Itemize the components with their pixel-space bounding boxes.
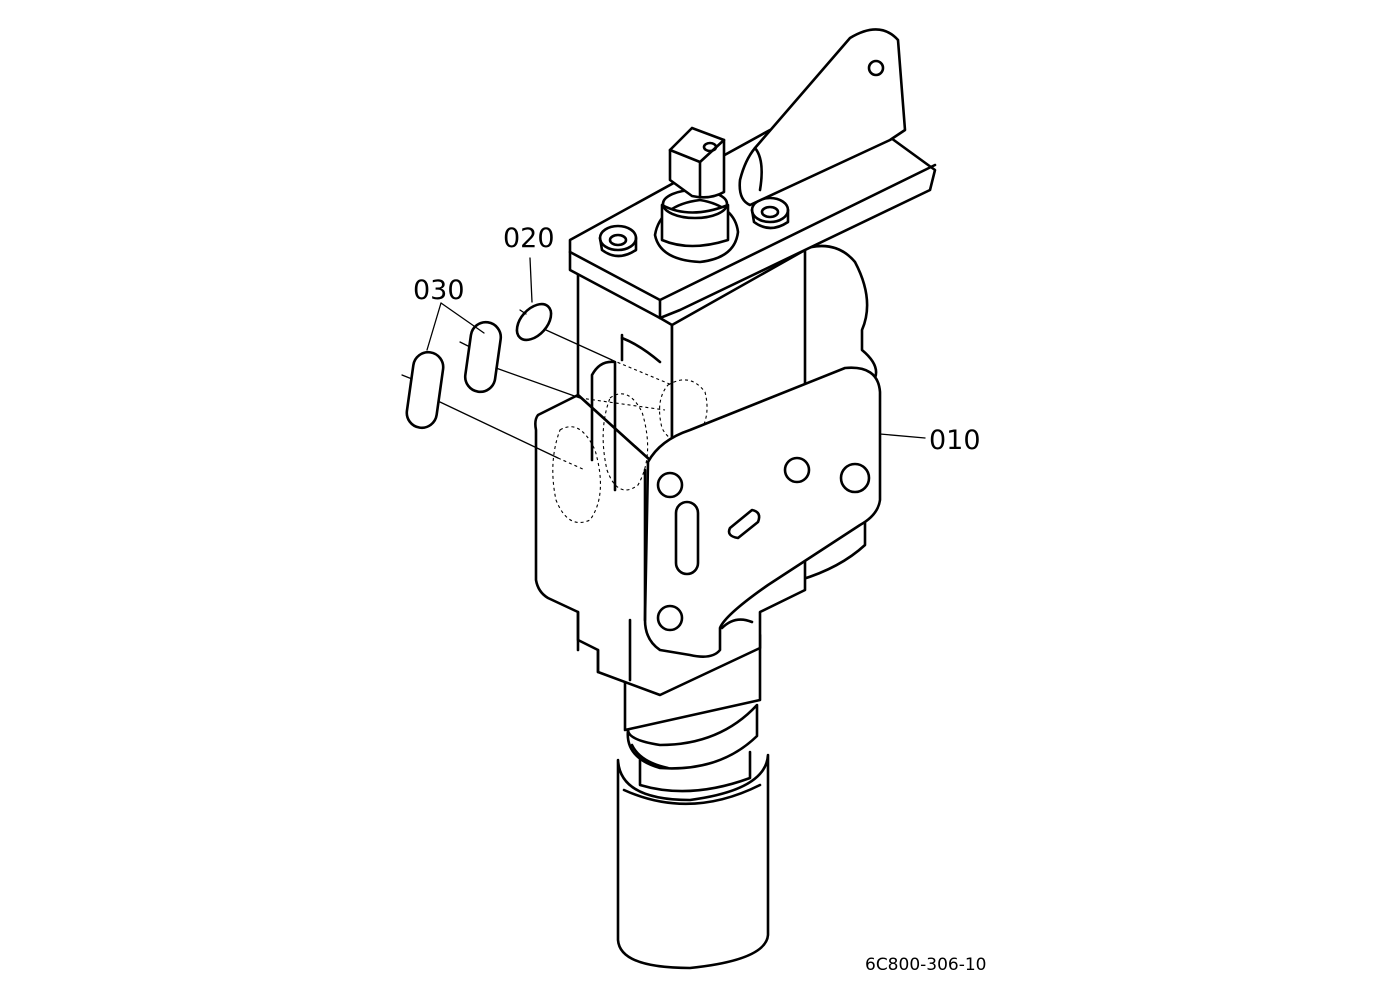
callout-020: 020 (503, 223, 555, 254)
leader-lines (401, 257, 926, 471)
side-cover-plate (643, 366, 882, 658)
o-ring-030-lower (405, 350, 445, 430)
top-mounting-plate (568, 28, 937, 320)
o-ring-030-upper (463, 320, 503, 394)
callout-010: 010 (929, 425, 981, 456)
drawing-code: 6C800-306-10 (865, 955, 986, 975)
callout-030: 030 (413, 275, 465, 306)
o-ring-020 (515, 302, 553, 342)
